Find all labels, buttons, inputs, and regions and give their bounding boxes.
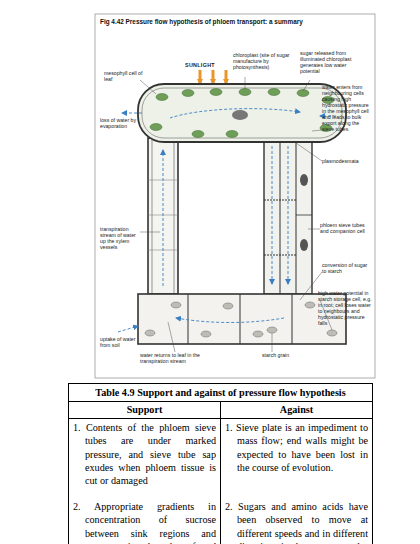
- table-cell: 1. Contents of the phloem sieve tubes ar…: [69, 418, 221, 498]
- table-cell-text: 2. Sugars and amino acids have been obse…: [225, 500, 368, 544]
- part-label: plasmodesmata: [322, 158, 372, 164]
- leader-line: [272, 333, 273, 352]
- process-label: sugar released from illuminated chloropl…: [300, 50, 366, 74]
- table-container: Table 4.9 Support and against of pressur…: [68, 383, 374, 544]
- chloroplast: [192, 131, 204, 138]
- cell-wall: [138, 84, 346, 142]
- phloem-wall: [264, 138, 312, 294]
- chloroplasts: [150, 89, 334, 138]
- part-label: mesophyll cell of leaf: [104, 70, 148, 82]
- figure: Fig 4.42 Pressure flow hypothesis of phl…: [0, 0, 420, 380]
- sunlight-arrow: [225, 70, 228, 84]
- phloem-tissue: [264, 138, 312, 294]
- sunlight-arrow: [212, 70, 215, 84]
- leader-line: [296, 143, 322, 161]
- leader-line: [245, 77, 246, 89]
- starch-grain: [201, 331, 211, 337]
- chloroplast: [226, 131, 238, 138]
- chloroplast: [150, 124, 162, 131]
- leader-line: [303, 80, 310, 91]
- phloem-flow-arrow: [288, 146, 289, 284]
- evaporation-arrow: [122, 113, 142, 114]
- column-header-cell: Against: [221, 402, 373, 418]
- table-cell-text: 1. Sieve plate is an impediment to mass …: [225, 421, 368, 475]
- water-uptake-arrow: [118, 326, 138, 332]
- chloroplast: [182, 90, 194, 97]
- leader-line: [140, 80, 156, 94]
- process-label: conversion of sugar to starch: [322, 262, 368, 274]
- chloroplast: [239, 89, 251, 96]
- process-label: loss of water by evaporation: [100, 117, 142, 129]
- chloroplast: [268, 89, 280, 96]
- sunlight-arrows: [200, 70, 226, 84]
- figure-caption: Fig 4.42 Pressure flow hypothesis of phl…: [100, 18, 370, 26]
- xylem-flow-arrow: [163, 150, 164, 286]
- cell-wall: [240, 294, 241, 344]
- table-cell-text: 2. Appropriate gradients in concentratio…: [73, 500, 216, 544]
- table-cell: 1. Sieve plate is an impediment to mass …: [221, 418, 373, 498]
- chloroplast: [210, 89, 222, 96]
- storage-cells: [138, 294, 346, 344]
- part-label: phloem sieve tubes and companion cell: [320, 222, 368, 234]
- column-header: Against: [280, 404, 313, 415]
- process-label: high water potential in starch storage c…: [318, 290, 372, 326]
- table-cell: 2. Appropriate gradients in concentratio…: [69, 498, 221, 544]
- leader-line: [168, 322, 175, 352]
- leader-line: [312, 130, 322, 131]
- leaf-flow-arrow: [170, 109, 300, 118]
- sieve-tube-wall: [280, 138, 281, 294]
- nucleus: [300, 174, 308, 186]
- table-cell: 2. Sugars and amino acids have been obse…: [221, 498, 373, 544]
- starch-grain: [267, 327, 277, 333]
- table-cell-text: 1. Contents of the phloem sieve tubes ar…: [73, 421, 216, 488]
- xylem-wall: [148, 138, 178, 294]
- sunlight-arrow: [199, 70, 202, 84]
- part-label: starch grain: [262, 352, 306, 358]
- table-title-cell: Table 4.9 Support and against of pressur…: [69, 384, 373, 402]
- process-label: transpiration stream of water up the xyl…: [100, 226, 142, 250]
- cell-wall: [188, 294, 189, 344]
- companion-cell-wall: [296, 215, 312, 216]
- mesophyll-cell: [138, 84, 346, 142]
- chloroplast: [297, 90, 309, 97]
- leader-lines: [140, 77, 332, 352]
- starch-grain: [253, 331, 263, 337]
- process-label: uptake of water from soil: [100, 336, 136, 348]
- xylem-inner-wall: [152, 138, 174, 294]
- flow-arrows: [118, 109, 336, 332]
- cell-wall: [292, 294, 293, 344]
- sieve-plate: [264, 254, 296, 255]
- starch-grain: [171, 302, 181, 308]
- cell-membrane: [142, 88, 342, 138]
- sieve-tube-wall: [296, 138, 297, 294]
- light-label: SUNLIGHT: [185, 62, 235, 68]
- nucleus: [300, 239, 308, 251]
- table-title: Table 4.9 Support and against of pressur…: [95, 387, 345, 398]
- nucleus: [232, 110, 248, 120]
- storage-tissue-wall: [138, 294, 346, 344]
- process-label: water enters from neighbouring cells cau…: [322, 84, 372, 132]
- starch-grain: [145, 330, 155, 336]
- starch-grain: [305, 302, 315, 308]
- phloem-illustration: [0, 0, 420, 380]
- root-flow-arrow: [176, 318, 284, 323]
- starch-grain: [223, 303, 233, 309]
- starch-grains: [145, 302, 337, 337]
- column-header: Support: [127, 404, 163, 415]
- part-label: chloroplast (site of sugar manufacture b…: [233, 52, 293, 70]
- starch-grain: [327, 330, 337, 336]
- process-label: water returns to leaf in the transpirati…: [140, 352, 220, 364]
- leader-line: [308, 229, 320, 230]
- leader-line: [140, 232, 160, 233]
- comparison-table: Table 4.9 Support and against of pressur…: [68, 383, 373, 544]
- phloem-flow-arrow: [272, 146, 273, 284]
- chloroplast: [156, 94, 168, 101]
- figure-frame: [95, 14, 375, 378]
- xylem-vessel: [148, 138, 178, 294]
- sieve-plate: [264, 199, 296, 200]
- column-header-cell: Support: [69, 402, 221, 418]
